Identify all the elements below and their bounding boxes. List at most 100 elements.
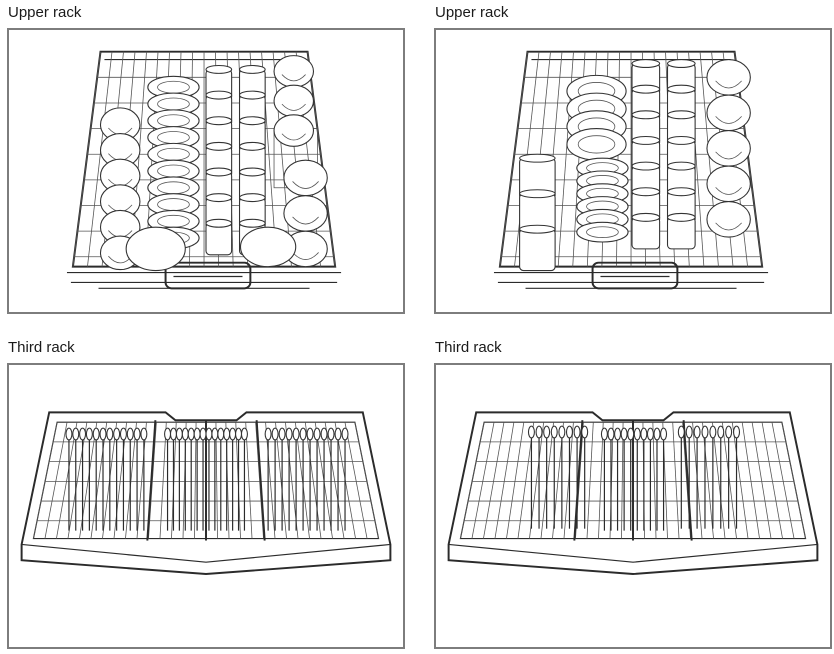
spoon-head — [106, 427, 114, 441]
spoon-head — [693, 425, 701, 439]
basket-wire — [72, 51, 101, 267]
glass-top — [666, 59, 696, 69]
spoon-head — [313, 427, 321, 441]
tray-front-edge — [21, 543, 391, 563]
plate — [566, 128, 627, 161]
spoon-head — [92, 427, 100, 441]
fork-head — [169, 427, 177, 441]
fork-head — [175, 427, 183, 441]
fork-head — [620, 427, 628, 441]
spoon-head — [527, 425, 535, 439]
glass-top — [519, 224, 556, 234]
fork-head — [199, 427, 207, 441]
fork-head — [607, 427, 615, 441]
spoon-head — [85, 427, 93, 441]
spoon-head — [733, 425, 741, 439]
spoon-head — [271, 427, 279, 441]
spoon-head — [327, 427, 335, 441]
fork-head — [600, 427, 608, 441]
tray-divider — [146, 420, 157, 541]
spoon-head — [709, 425, 717, 439]
saucer — [125, 226, 186, 272]
panel-1-title: Upper rack — [8, 4, 82, 21]
fork-head — [646, 427, 654, 441]
upper-rack-drawing-1 — [66, 50, 342, 290]
glass-top — [238, 116, 266, 126]
spoon-head — [299, 427, 307, 441]
glass-top — [205, 193, 233, 203]
fork-head — [181, 427, 189, 441]
third-rack-illustration-1 — [7, 363, 405, 649]
spoon-head — [79, 427, 87, 441]
spoon-head — [535, 425, 543, 439]
basket-runner — [493, 271, 769, 289]
glass-top — [631, 84, 661, 94]
fork-head — [640, 427, 648, 441]
third-rack-drawing-2 — [447, 411, 819, 576]
cup — [706, 130, 751, 167]
cup — [706, 165, 751, 203]
glass-top — [238, 90, 266, 100]
cup-shade — [281, 74, 306, 82]
cup-shade — [292, 181, 319, 189]
glass-top — [666, 110, 696, 120]
glass — [519, 228, 556, 272]
glass-top — [666, 212, 696, 222]
basket-handle — [591, 261, 679, 290]
spoon-head — [133, 427, 141, 441]
glass-top — [666, 161, 696, 171]
third-rack-illustration-2 — [434, 363, 832, 649]
glass-top — [666, 135, 696, 145]
fork-head — [235, 427, 243, 441]
glass-top — [666, 187, 696, 197]
glass — [666, 216, 696, 250]
upper-rack-illustration-1 — [7, 28, 405, 314]
glass-top — [205, 90, 233, 100]
spoon-head — [581, 425, 589, 439]
glass-top — [238, 167, 266, 177]
cup — [706, 201, 751, 238]
fork-head — [205, 427, 213, 441]
fork-head — [187, 427, 195, 441]
fork-head — [614, 427, 622, 441]
panel-3-title: Third rack — [8, 339, 75, 356]
spoon-head — [717, 425, 725, 439]
glass-top — [631, 110, 661, 120]
spoon-head — [565, 425, 573, 439]
fork-head — [653, 427, 661, 441]
spoon-head — [543, 425, 551, 439]
glass — [631, 216, 661, 250]
basket-runner — [66, 271, 342, 289]
panel-2-title: Upper rack — [435, 4, 509, 21]
cup-shade — [715, 116, 742, 124]
spoon-head — [264, 427, 272, 441]
cup — [273, 55, 315, 88]
spoon-head — [292, 427, 300, 441]
glass-top — [205, 141, 233, 151]
cup-shade — [715, 151, 742, 160]
spoon-head — [334, 427, 342, 441]
fork-head — [193, 427, 201, 441]
panel-4-title: Third rack — [435, 339, 502, 356]
fork-head — [223, 427, 231, 441]
glass-top — [205, 218, 233, 228]
glass-top — [631, 187, 661, 197]
spoon-head — [126, 427, 134, 441]
spoon-head — [677, 425, 685, 439]
spoon-head — [119, 427, 127, 441]
glass-top — [631, 135, 661, 145]
glass-top — [238, 193, 266, 203]
glass-top — [519, 153, 556, 163]
glass-top — [205, 64, 233, 74]
cup — [706, 94, 751, 132]
fork-head — [211, 427, 219, 441]
glass-top — [238, 141, 266, 151]
tray-divider — [573, 420, 584, 541]
glass — [205, 222, 233, 256]
cup-shade — [715, 80, 742, 89]
cup — [283, 159, 328, 197]
glass-top — [238, 64, 266, 74]
tray-divider — [682, 420, 693, 541]
spoon-head — [685, 425, 693, 439]
spoon-head — [72, 427, 80, 441]
